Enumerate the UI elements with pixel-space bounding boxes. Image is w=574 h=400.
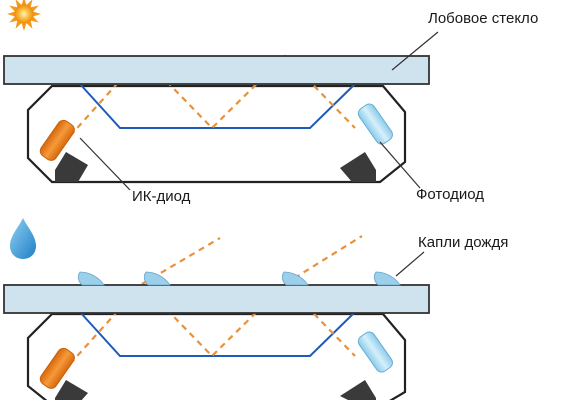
light-guide xyxy=(79,83,356,129)
photodiode-base xyxy=(340,152,376,182)
leader-windshield xyxy=(391,31,439,71)
raindrop xyxy=(143,271,171,286)
sun-icon xyxy=(7,0,41,31)
light-guide xyxy=(79,311,356,357)
ir-diode-base xyxy=(55,152,88,182)
sensor-wet xyxy=(3,218,430,400)
raindrop xyxy=(281,271,309,286)
leader-raindrops xyxy=(395,251,425,277)
photodiode xyxy=(357,331,393,373)
sensor-housing xyxy=(26,312,407,400)
label-photodiode: Фотодиод xyxy=(416,186,485,203)
windshield xyxy=(3,55,430,85)
leader-ir-diode xyxy=(79,137,131,191)
photodiode xyxy=(357,103,393,145)
sensor-housing xyxy=(26,84,407,184)
raindrop-icon xyxy=(10,218,36,259)
label-raindrops: Капли дождя xyxy=(418,234,509,251)
raindrop xyxy=(373,271,401,286)
photodiode-base xyxy=(340,380,376,400)
ir-diode xyxy=(39,119,75,161)
ir-diode xyxy=(39,347,75,389)
label-ir-diode: ИК-диод xyxy=(132,188,191,205)
ir-diode-base xyxy=(55,380,88,400)
label-windshield: Лобовое стекло xyxy=(428,10,539,27)
leader-photodiode xyxy=(379,141,421,189)
raindrop xyxy=(77,271,105,286)
windshield xyxy=(3,284,430,314)
sensor-dry xyxy=(3,0,439,191)
